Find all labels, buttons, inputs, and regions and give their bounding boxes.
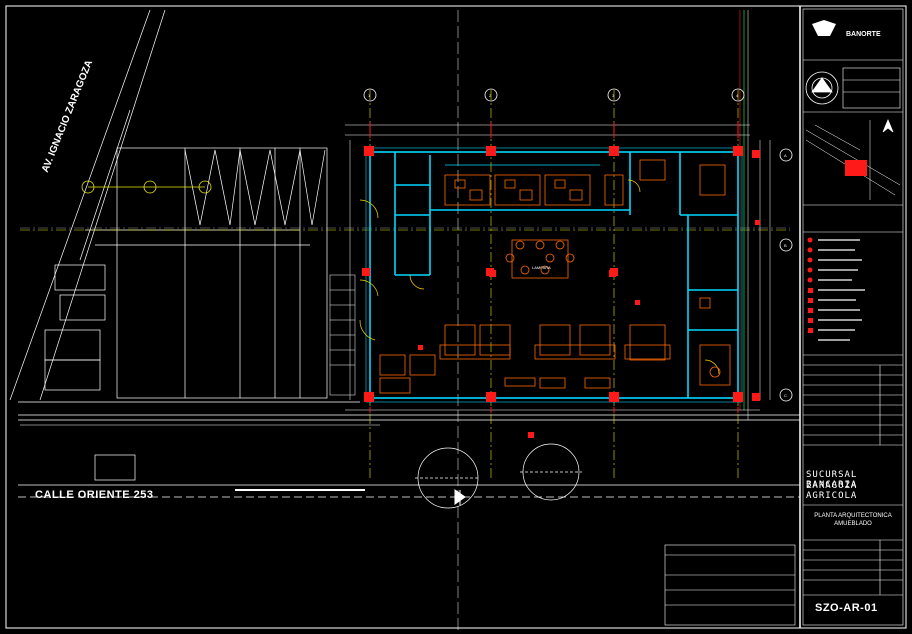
site-logo xyxy=(81,180,212,194)
project-title-line2: ZARAGOZA AGRICOLA xyxy=(806,481,858,501)
axis-lines xyxy=(20,90,790,480)
north-arrow-keyplan-icon xyxy=(882,118,894,133)
legend-text-lines xyxy=(818,239,865,341)
axis-bubbles xyxy=(363,88,793,402)
red-markers xyxy=(418,220,760,438)
stairs xyxy=(329,274,356,396)
project-title-line1: SUCURSAL BANCARIA xyxy=(806,470,858,490)
sheet-subtitle-line2: AMUEBLADO xyxy=(834,521,872,527)
furniture xyxy=(379,159,731,394)
axis-label-4: 4 xyxy=(736,93,739,98)
room-label-lamp: LAMPARA xyxy=(532,265,551,270)
sheet-subtitle-line1: PLANTA ARQUITECTONICA xyxy=(814,513,892,519)
vertical-guides xyxy=(457,10,749,630)
title-block-lines xyxy=(664,8,904,626)
axis-label-b: B xyxy=(784,243,787,248)
legend-symbols xyxy=(807,237,813,333)
banorte-logo-icon xyxy=(812,20,836,36)
axis-label-2: 2 xyxy=(489,93,492,98)
emblem-icon xyxy=(805,71,839,105)
axis-label-3: 3 xyxy=(612,93,615,98)
key-plan xyxy=(805,120,901,200)
bank-name: BANORTE xyxy=(846,31,881,38)
sheet-frame xyxy=(5,5,907,629)
site-lines xyxy=(9,9,800,509)
north-arrow-icon xyxy=(454,489,466,505)
door-swings xyxy=(359,179,720,375)
drawing-number: SZO-AR-01 xyxy=(815,602,878,614)
street-south-label: CALLE ORIENTE 253 xyxy=(35,489,154,501)
dimension-lines xyxy=(20,124,771,426)
axis-label-c: C xyxy=(784,393,787,398)
building-walls xyxy=(365,147,743,403)
dimension-ticks xyxy=(369,122,739,413)
axis-label-a: A xyxy=(784,153,787,158)
axis-label-1: 1 xyxy=(368,93,371,98)
